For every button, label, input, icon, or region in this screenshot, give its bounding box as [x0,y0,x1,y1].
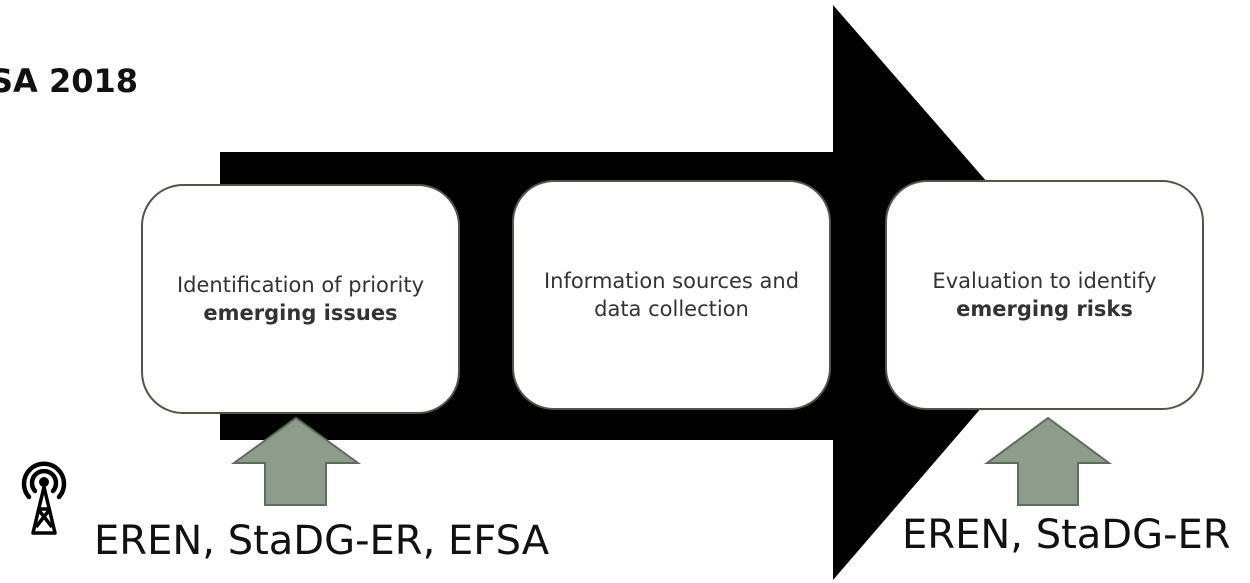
input-arrow-right [983,416,1113,506]
left-input-label: EREN, StaDG-ER, EFSA [94,518,550,564]
slide-title: SA 2018 [0,62,139,100]
step-information-text: Information sources and data collection [543,269,800,321]
step-identification-emphasis: emerging issues [203,301,398,325]
step-information-box: Information sources and data collection [512,180,831,410]
right-input-label: EREN, StaDG-ER [902,512,1231,558]
step-identification-box: Identification of priority emerging issu… [141,184,460,414]
step-evaluation-box: Evaluation to identify emerging risks [885,180,1204,410]
step-identification-text: Identification of priority emerging issu… [176,273,425,325]
step-evaluation-emphasis: emerging risks [956,297,1133,321]
input-arrow-left [230,416,362,506]
step-evaluation-text: Evaluation to identify emerging risks [932,269,1157,321]
antenna-icon [21,461,67,535]
